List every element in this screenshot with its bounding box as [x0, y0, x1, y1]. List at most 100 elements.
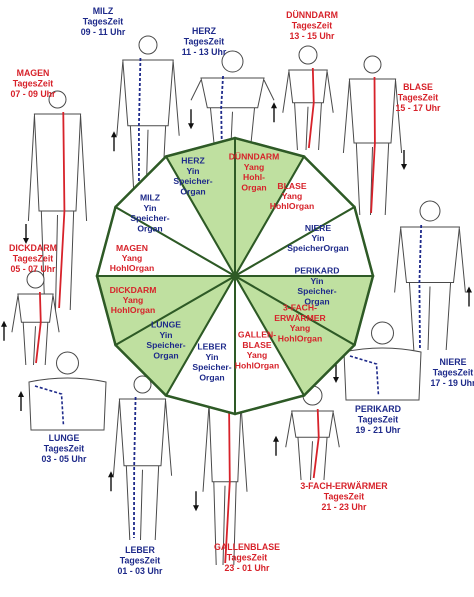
figure-head [419, 200, 441, 222]
wheel-segment-line: MILZ [140, 193, 160, 203]
direction-arrowhead [111, 131, 117, 138]
direction-arrowhead [1, 320, 7, 327]
wheel-segment-line: Yin [143, 203, 156, 213]
figure-torso [200, 77, 265, 109]
time-label-line: 07 - 09 Uhr [11, 89, 57, 99]
time-label-line: TagesZeit [324, 492, 364, 502]
wheel-segment-line: 3-FACH- [283, 303, 317, 313]
time-label-line: MILZ [93, 6, 114, 16]
wheel-segment-line: Speicher- [146, 340, 185, 350]
time-label-line: GALLENBLASE [214, 542, 280, 552]
time-label-line: TagesZeit [398, 93, 438, 103]
figure-torso [291, 410, 334, 438]
time-label-line: MAGEN [17, 68, 50, 78]
figure-magen [23, 90, 88, 311]
figure-head [133, 375, 152, 394]
figure-perikard [333, 321, 422, 401]
time-label-line: TagesZeit [44, 444, 84, 454]
figure-arms [11, 295, 60, 333]
figure-torso [400, 226, 460, 283]
wheel-segment-line: Yang [247, 350, 268, 360]
direction-arrowhead [466, 286, 472, 293]
wheel-segment-line: HohlOrgan [111, 305, 155, 315]
time-label-line: 17 - 19 Uhr [431, 378, 474, 388]
wheel-segment-line: DÜNNDARM [229, 152, 280, 162]
time-label-line: 03 - 05 Uhr [42, 454, 88, 464]
figure-torso [288, 69, 328, 104]
wheel-segment-line: HohlOrgan [235, 360, 279, 370]
figure-body [343, 347, 422, 401]
wheel-segment-line: Organ [180, 186, 205, 196]
figure-torso [122, 59, 174, 127]
figure-legs [294, 102, 322, 151]
time-label-line: TagesZeit [433, 368, 473, 378]
direction-arrowhead [193, 505, 199, 512]
meridian-line [224, 400, 231, 564]
time-label-line: DICKDARM [9, 243, 57, 253]
wheel-segment-line: Yang [290, 323, 311, 333]
wheel-segment-line: Organ [241, 182, 266, 192]
figure-dickdarm [1, 270, 60, 366]
figure-arms [116, 61, 180, 136]
wheel-segment-line: Speicher- [297, 286, 336, 296]
figure-head [26, 270, 45, 289]
figure-head [138, 35, 158, 55]
time-label-line: 21 - 23 Uhr [322, 502, 368, 512]
wheel-segment-line: HohlOrgan [278, 333, 322, 343]
wheel-segment-line: Speicher- [130, 213, 169, 223]
wheel-segment-line: Yin [159, 330, 172, 340]
figure-herz [188, 50, 275, 156]
time-label-line: 01 - 03 Uhr [118, 566, 164, 576]
figure-legs [125, 465, 160, 541]
meridian-line [370, 76, 376, 214]
wheel-segment-line: MAGEN [116, 243, 148, 253]
figure-blase [342, 55, 407, 216]
time-label-line: 19 - 21 Uhr [356, 425, 402, 435]
meridian-line [220, 75, 224, 154]
figure-lunge [18, 351, 107, 431]
time-label-line: TagesZeit [184, 37, 224, 47]
wheel-segment-line: ERWÄRMER [274, 313, 326, 323]
meridian-line [349, 355, 380, 397]
time-label-line: 15 - 17 Uhr [396, 103, 442, 113]
figure-head [56, 351, 79, 375]
figure-head [363, 55, 382, 74]
wheel-segment-line: Organ [153, 350, 178, 360]
time-label-line: PERIKARD [355, 404, 401, 414]
figure-arms [394, 228, 466, 293]
time-label-line: TagesZeit [358, 415, 398, 425]
figure-legs [22, 322, 49, 366]
figure-torso [33, 113, 82, 212]
meridian-line [133, 396, 137, 539]
time-label-line: TagesZeit [83, 17, 123, 27]
wheel-segment-line: Yin [186, 166, 199, 176]
figure-head [298, 45, 318, 65]
direction-arrowhead [273, 435, 279, 442]
meridian-line [34, 385, 65, 427]
wheel-segment-line: Organ [304, 296, 329, 306]
time-label-line: BLASE [403, 82, 433, 92]
figure-legs [213, 481, 237, 566]
time-label-line: 23 - 01 Uhr [225, 563, 271, 573]
wheel-segment-line: Yin [310, 276, 323, 286]
wheel-segment-line: Yang [282, 191, 303, 201]
direction-arrowhead [401, 164, 407, 170]
wheel-segment-line: Yin [205, 352, 218, 362]
figure-torso [17, 293, 54, 323]
direction-arrowhead [108, 471, 114, 478]
direction-arrowhead [18, 391, 24, 397]
figure-legs [297, 437, 328, 481]
meridian-line [138, 57, 142, 199]
